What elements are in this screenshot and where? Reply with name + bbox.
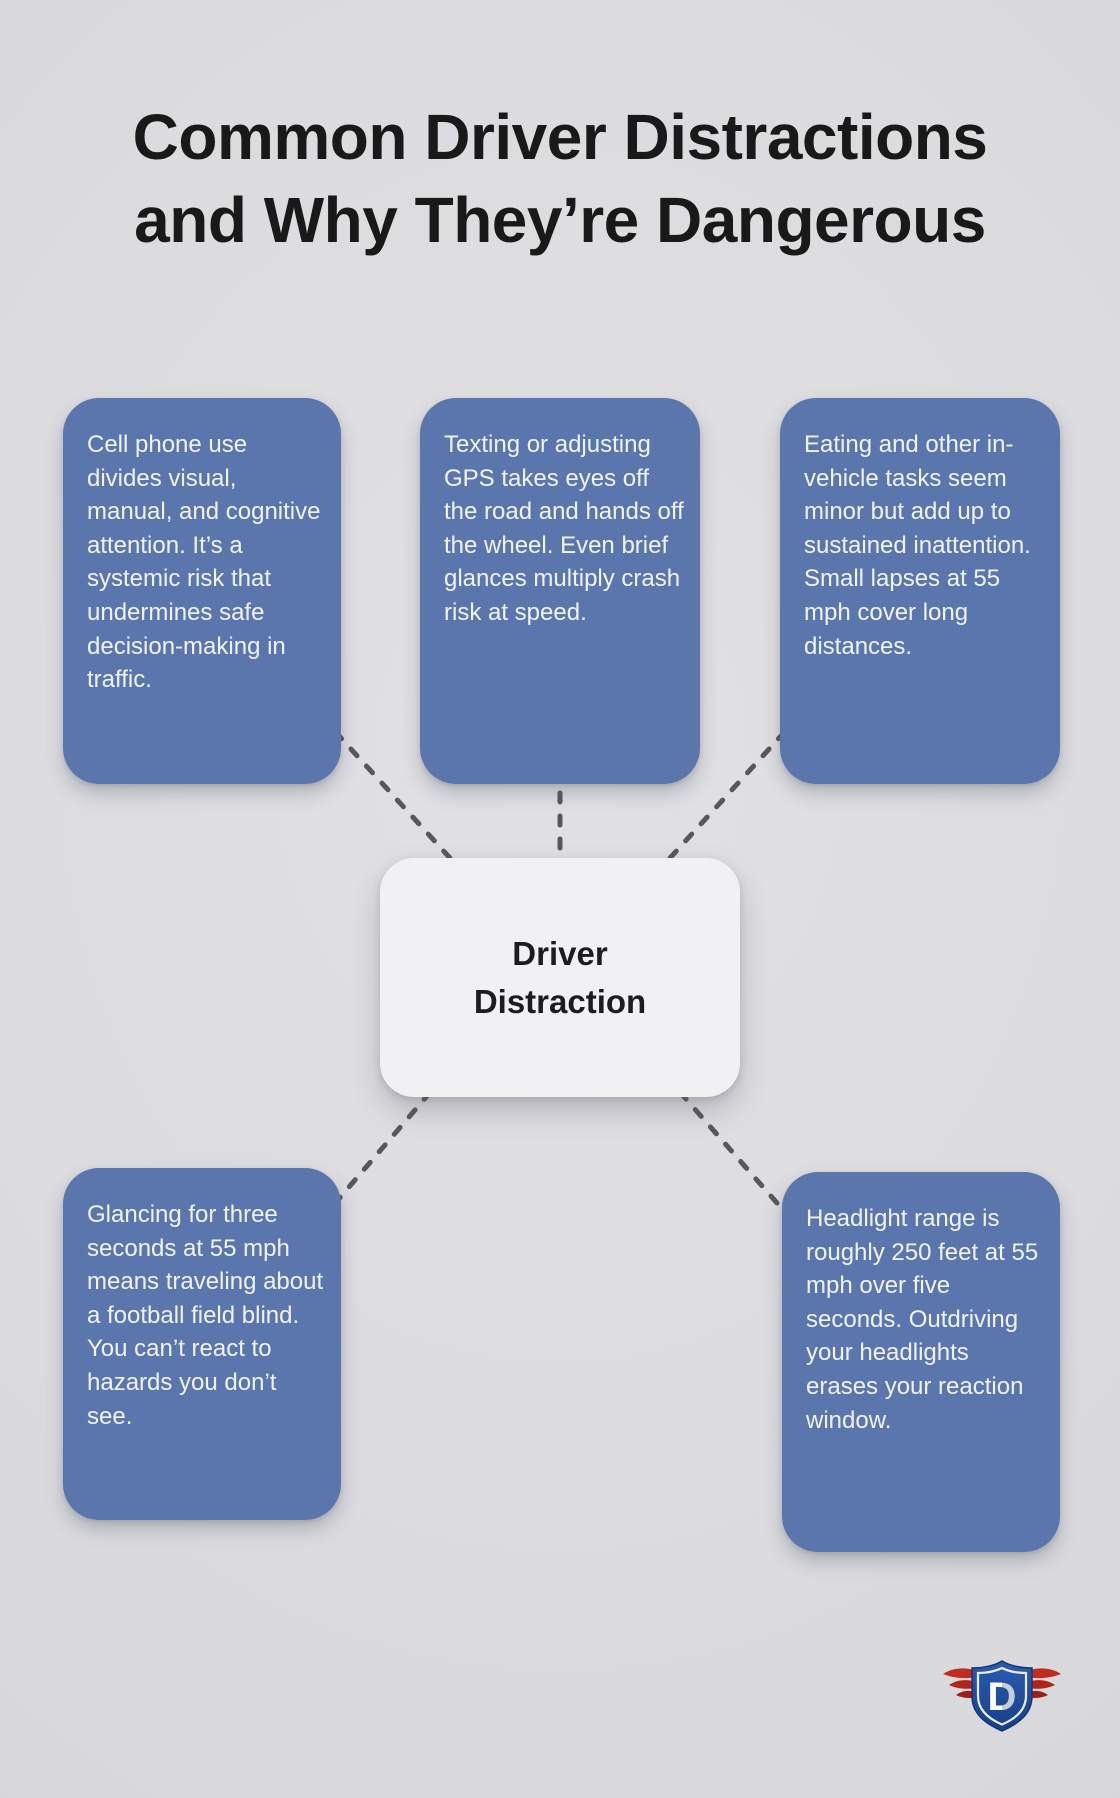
page-title-line-1: Common Driver Distractions — [132, 101, 988, 173]
node-cell-phone-use: Cell phone use divides visual, manual, a… — [63, 398, 341, 784]
page-title-line-2: and Why They’re Dangerous — [134, 184, 986, 257]
node-headlight-range: Headlight range is roughly 250 feet at 5… — [782, 1172, 1060, 1552]
logo-letter: D — [988, 1675, 1017, 1719]
node-eating-in-vehicle-tasks: Eating and other in-vehicle tasks seem m… — [780, 398, 1060, 784]
winged-shield-icon: D — [943, 1660, 1061, 1732]
connector-top-left — [317, 712, 473, 883]
center-node-driver-distraction: Driver Distraction — [380, 858, 740, 1097]
center-node-label: Driver Distraction — [473, 934, 647, 1020]
connector-top-right — [647, 712, 803, 883]
node-glancing-three-seconds: Glancing for three seconds at 55 mph mea… — [63, 1168, 341, 1520]
node-text: Eating and other in-vehicle tasks seem m… — [804, 431, 1031, 660]
connector-bottom-left — [322, 1072, 448, 1218]
shield-icon: D — [971, 1660, 1033, 1732]
node-texting-or-gps: Texting or adjusting GPS takes eyes off … — [420, 398, 700, 784]
page-title: Common Driver Distractions and Why They’… — [0, 96, 1120, 262]
node-text: Headlight range is roughly 250 feet at 5… — [806, 1205, 1039, 1434]
brand-logo: D — [942, 1656, 1062, 1736]
node-text: Glancing for three seconds at 55 mph mea… — [87, 1201, 324, 1430]
node-text: Texting or adjusting GPS takes eyes off … — [444, 431, 684, 626]
node-text: Cell phone use divides visual, manual, a… — [87, 431, 321, 694]
